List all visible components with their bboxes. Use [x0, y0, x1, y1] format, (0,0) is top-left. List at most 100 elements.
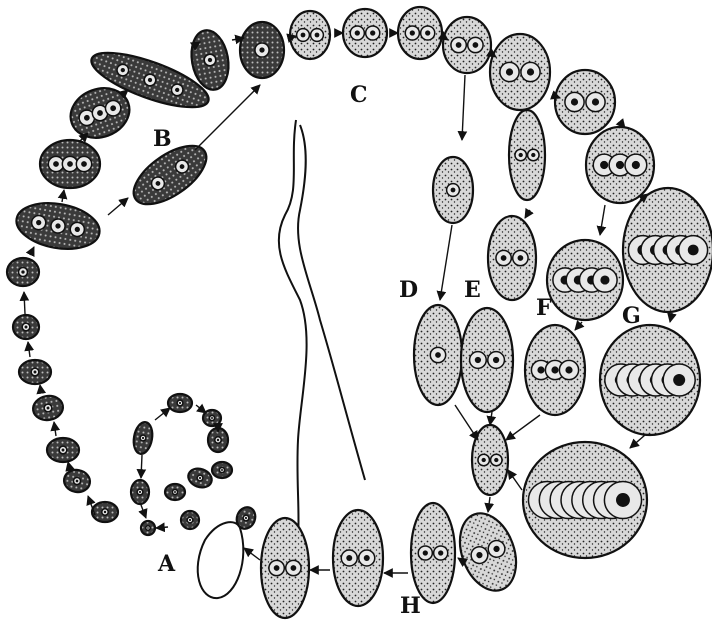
nucleolus — [435, 352, 441, 358]
cell-wall — [461, 308, 513, 412]
nucleolus — [592, 98, 599, 105]
arrow — [141, 505, 146, 518]
nucleolus — [274, 565, 280, 571]
arrow — [670, 313, 672, 322]
nucleolus — [189, 519, 191, 521]
nucleolus — [688, 245, 699, 256]
nucleolus — [25, 326, 28, 329]
nucleolus — [494, 458, 498, 462]
arrow — [122, 90, 128, 95]
cycle-cell — [19, 360, 51, 384]
nucleolus — [67, 161, 73, 167]
nucleolus — [506, 68, 513, 75]
arrow — [455, 405, 478, 440]
nucleolus — [221, 469, 223, 471]
stage-c-cell — [490, 34, 550, 110]
nucleolus — [179, 402, 181, 404]
nucleolus — [139, 491, 141, 493]
stage-a-cell — [131, 480, 149, 504]
stage-e-cell — [509, 110, 545, 200]
nucleolus — [565, 366, 572, 373]
merge-cell — [472, 425, 508, 495]
arrow — [156, 527, 168, 528]
arrow — [196, 405, 206, 413]
nucleolus — [571, 98, 578, 105]
stage-f-cell — [586, 127, 654, 203]
nucleolus — [147, 527, 149, 529]
stage-e-cell — [488, 216, 536, 300]
arrow — [488, 497, 490, 512]
cell-wall — [450, 506, 526, 599]
stage-c-cell — [443, 17, 491, 73]
nucleolus — [364, 555, 370, 561]
arrow — [62, 190, 64, 202]
nucleolus — [104, 511, 106, 513]
stage-c-cell — [343, 9, 387, 57]
arrow — [490, 412, 492, 425]
nucleolus — [346, 555, 352, 561]
nucleolus — [355, 30, 360, 35]
nucleolus — [600, 161, 608, 169]
stage-c-cell — [398, 7, 442, 59]
arrow — [68, 462, 70, 470]
arrow — [141, 455, 142, 478]
stage-f-cell — [547, 240, 623, 320]
label-e: E — [464, 279, 481, 301]
nucleolus — [616, 161, 624, 169]
nucleolus — [473, 42, 479, 48]
stage-h-cell — [450, 506, 526, 599]
stage-a-cell — [168, 394, 192, 412]
stage-a-cell — [181, 511, 199, 529]
arrow — [108, 198, 128, 215]
stage-a-cell — [186, 465, 215, 490]
nucleolus — [174, 491, 176, 493]
arrow — [440, 225, 452, 300]
cycle-cell — [13, 197, 103, 255]
arrow — [24, 292, 25, 314]
nucleolus — [259, 47, 264, 52]
nucleolus — [291, 565, 297, 571]
arrow — [525, 210, 530, 218]
arrow — [54, 422, 56, 436]
arrow — [575, 322, 582, 330]
label-a: A — [158, 553, 175, 575]
cycle-cell — [40, 140, 100, 188]
cycle-cell — [47, 438, 79, 462]
nucleolus — [673, 374, 685, 386]
nucleolus — [423, 550, 428, 555]
nucleolus — [537, 366, 544, 373]
cycle-cell — [13, 315, 39, 339]
arrow — [600, 205, 605, 235]
nucleolus — [482, 458, 486, 462]
cell-wall — [555, 70, 615, 134]
nucleolus — [519, 153, 523, 157]
arrow — [30, 247, 34, 255]
nucleolus — [410, 30, 415, 35]
stage-c-cell — [290, 11, 330, 59]
arrow — [458, 558, 461, 560]
stage-h-cell — [333, 510, 383, 606]
stage-a-cell — [141, 521, 155, 535]
label-f: F — [536, 297, 552, 319]
arrow — [28, 342, 30, 357]
stage-e-cell — [461, 308, 513, 412]
cycle-cell — [92, 502, 118, 522]
label-d: D — [399, 279, 418, 301]
nucleolus — [217, 439, 219, 441]
nucleolus — [370, 30, 375, 35]
nucleolus — [438, 550, 443, 555]
nucleolus — [81, 161, 87, 167]
arrow — [462, 75, 465, 140]
nucleolus — [451, 188, 456, 193]
stage-f-cell — [525, 325, 585, 415]
nucleolus — [632, 161, 640, 169]
nucleolus — [211, 417, 213, 419]
label-h: H — [400, 595, 421, 617]
label-g: G — [622, 305, 641, 327]
stage-c-cell — [555, 70, 615, 134]
nucleolus — [425, 30, 430, 35]
stage-g-cell — [623, 188, 712, 312]
arrow — [508, 470, 522, 490]
stage-g-cell — [600, 325, 700, 435]
